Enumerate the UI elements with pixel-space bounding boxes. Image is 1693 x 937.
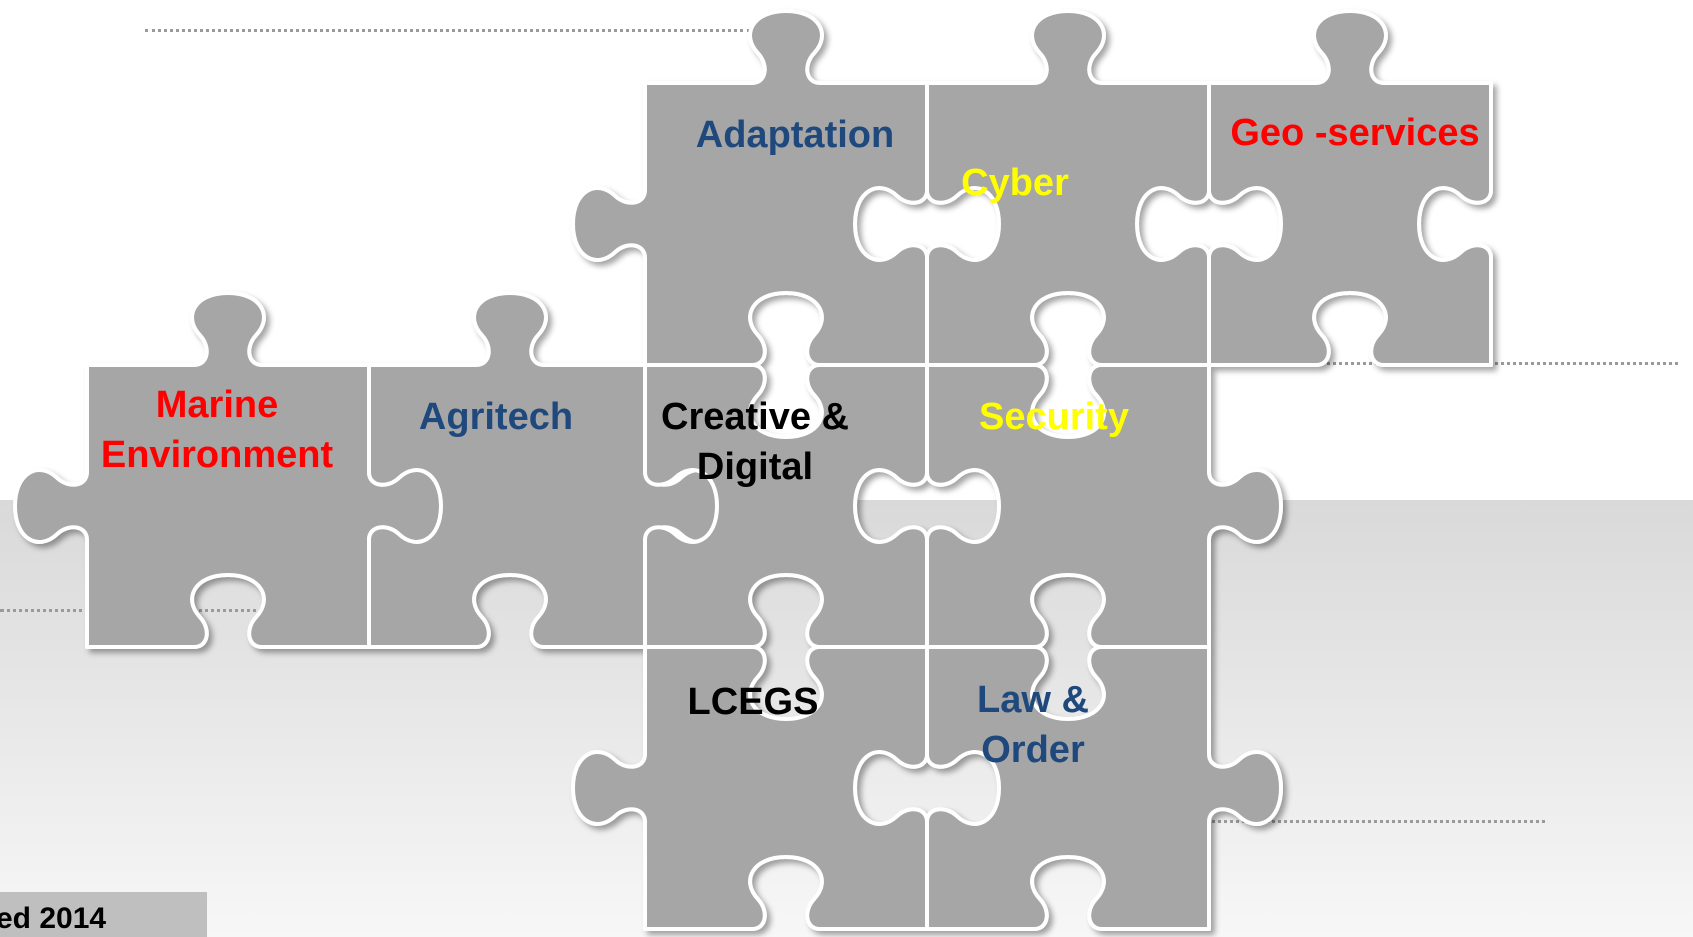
piece-label-adaptation: Adaptation [695,114,895,156]
piece-label-cyber: Cyber [961,162,1069,204]
piece-label-agritech: Agritech [418,396,574,438]
puzzle-piece-adaptation [571,9,929,367]
puzzle-piece-geo [1207,9,1493,367]
dotted-line-right-lower [1140,820,1545,823]
dotted-line-right-upper [1315,362,1678,365]
puzzle-piece-lcegs [571,645,929,931]
puzzle-piece-law [925,645,1283,931]
footer-text: ted 2014 [0,902,107,935]
footer-box: ted 2014 [0,892,207,937]
dotted-line-top [145,29,750,32]
piece-label-law: Law & Order [977,679,1089,771]
piece-label-lcegs: LCEGS [687,681,819,723]
piece-label-geo: Geo -services [1230,112,1480,154]
piece-label-security: Security [979,396,1129,438]
piece-label-creative: Creative & Digital [661,396,849,488]
piece-label-marine: Marine Environment [100,384,334,476]
